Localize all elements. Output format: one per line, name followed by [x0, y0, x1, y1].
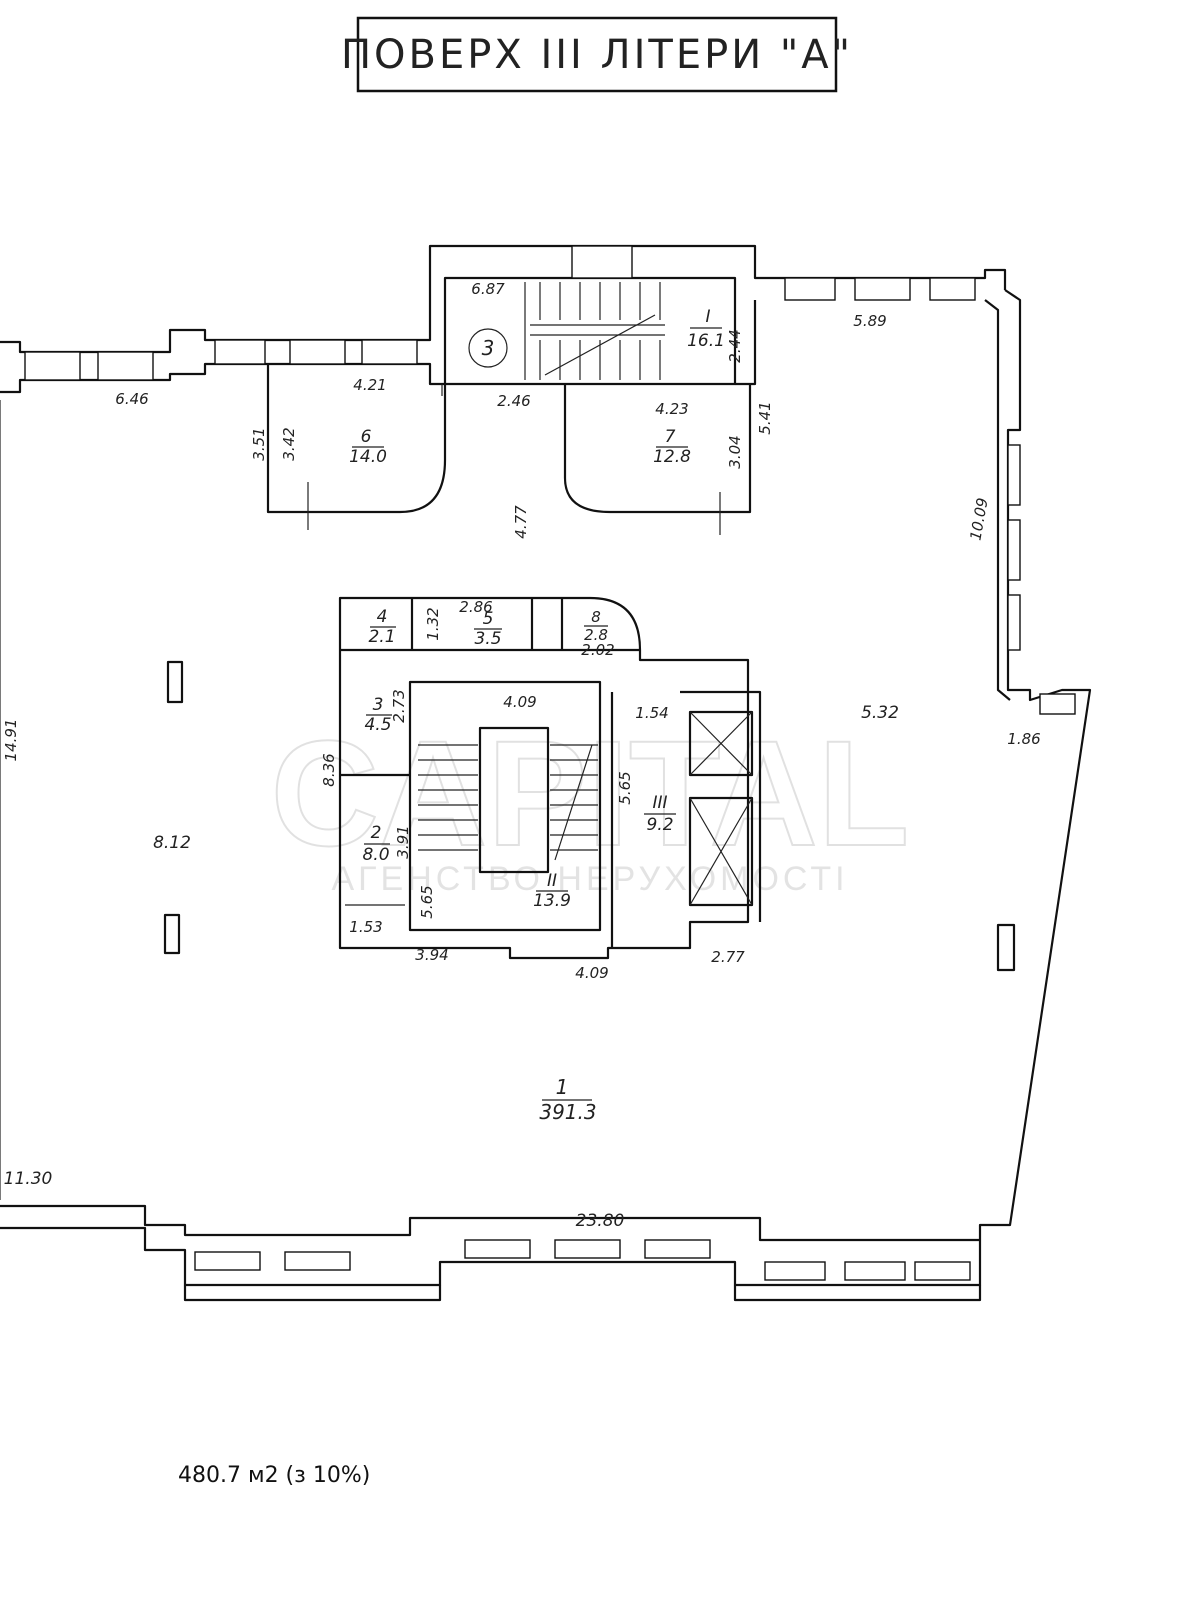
room-3-number: 3	[373, 695, 384, 715]
plan-title: ПОВЕРХ III ЛІТЕРИ "А"	[341, 16, 853, 93]
dim-6-87: 6.87	[471, 280, 505, 298]
dim-2-44: 2.44	[726, 329, 744, 362]
dim-1-54: 1.54	[635, 704, 668, 722]
room-6-area: 14.0	[349, 447, 387, 467]
room-8-area: 2.8	[584, 626, 608, 644]
dim-2-02: 2.02	[581, 641, 614, 659]
dim-11-30: 11.30	[4, 1169, 53, 1189]
dim-10-09: 10.09	[966, 496, 991, 541]
room-4-number: 4	[377, 607, 388, 627]
dim-3-91: 3.91	[394, 825, 412, 858]
dim-3-94: 3.94	[415, 946, 448, 964]
dim-23-80: 23.80	[576, 1211, 625, 1231]
room-1-area: 391.3	[539, 1100, 596, 1124]
central-core	[338, 596, 762, 960]
columns	[163, 660, 1016, 972]
room-II-area: 13.9	[533, 891, 571, 911]
dim-5-89: 5.89	[853, 312, 886, 330]
room-4-area: 2.1	[368, 627, 395, 647]
dim-2-46: 2.46	[497, 392, 530, 410]
room-I-number: I	[705, 307, 710, 327]
rooms-top	[266, 364, 752, 535]
dim-5-65-right: 5.65	[616, 771, 634, 804]
room-I-area: 16.1	[687, 331, 725, 351]
watermark: CAPITAL АГЕНСТВО НЕРУХОМОСТІ	[270, 708, 911, 898]
room-3-area: 4.5	[364, 715, 391, 735]
dim-8-36: 8.36	[320, 753, 338, 786]
room-2-number: 2	[371, 823, 382, 843]
room-8-number: 8	[591, 608, 601, 626]
dim-4-09-bottom: 4.09	[575, 964, 608, 982]
dim-5-41: 5.41	[756, 401, 774, 434]
dim-14-91: 14.91	[2, 719, 20, 762]
dim-1-32: 1.32	[424, 607, 442, 640]
dim-4-23: 4.23	[655, 400, 688, 418]
room-III-number: III	[652, 793, 667, 813]
plan-title-text: ПОВЕРХ III ЛІТЕРИ "А"	[341, 32, 853, 78]
room-5-area: 3.5	[474, 629, 501, 649]
stair-block-top: 3	[468, 282, 665, 380]
dim-1-53: 1.53	[349, 918, 382, 936]
dim-4-77: 4.77	[512, 505, 530, 539]
dim-3-04: 3.04	[726, 435, 744, 468]
windows	[24, 245, 1076, 1281]
stair-marker-label: 3	[482, 336, 495, 360]
dim-5-32: 5.32	[861, 703, 899, 723]
dim-4-09-top: 4.09	[503, 693, 536, 711]
room-1-number: 1	[556, 1075, 569, 1099]
room-labels: 1 391.3 2 8.0 3 4.5 4 2.1 5 3.5 6 14.0 7…	[349, 307, 725, 1124]
stair-marker-circle	[468, 328, 508, 368]
dim-2-73: 2.73	[390, 689, 408, 722]
room-6-number: 6	[361, 427, 372, 447]
dimension-labels: 6.87 2.44 5.89 6.46 4.21 2.46 4.23 3.51 …	[2, 280, 1041, 1231]
dim-2-77: 2.77	[711, 948, 745, 966]
room-7-number: 7	[665, 427, 676, 447]
dim-5-65-left: 5.65	[418, 885, 436, 918]
total-area-note: 480.7 м2 (з 10%)	[178, 1463, 370, 1488]
dim-3-51: 3.51	[250, 427, 268, 460]
outer-walls	[0, 244, 1092, 1302]
dim-3-42: 3.42	[280, 427, 298, 460]
room-5-number: 5	[483, 609, 494, 629]
dim-2-86: 2.86	[459, 598, 492, 616]
room-II-number: II	[547, 871, 557, 891]
room-2-area: 8.0	[362, 845, 389, 865]
dim-8-12: 8.12	[153, 833, 191, 853]
room-7-area: 12.8	[653, 447, 691, 467]
dim-6-46: 6.46	[115, 390, 148, 408]
dim-4-21: 4.21	[353, 376, 386, 394]
room-III-area: 9.2	[646, 815, 673, 835]
dim-1-86: 1.86	[1007, 730, 1040, 748]
